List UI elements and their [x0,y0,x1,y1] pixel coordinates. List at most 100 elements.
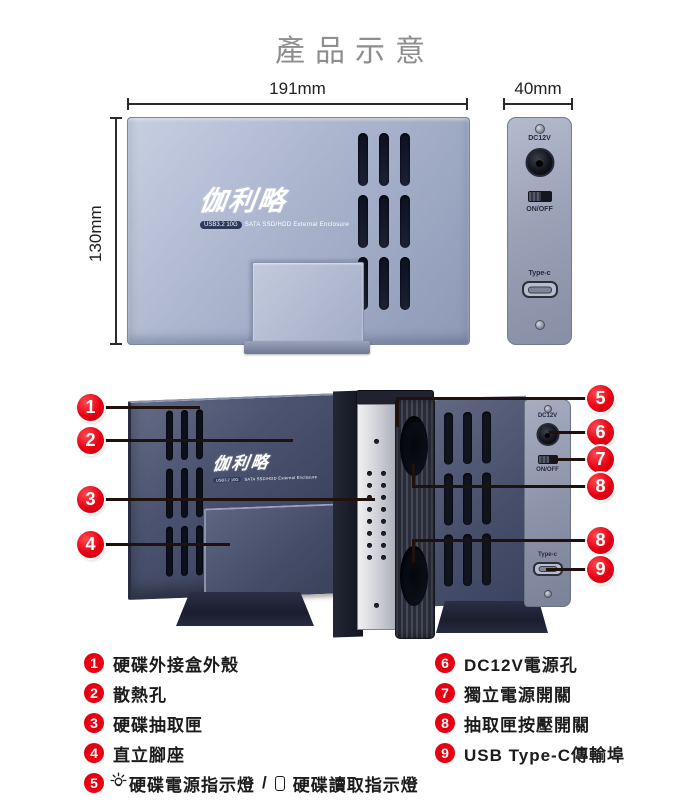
tray-hole [367,543,372,548]
screw-icon [534,320,545,330]
tray-hole [374,603,379,608]
tray-heatsink [395,397,435,639]
vent-slot [196,467,203,518]
vent-grid [358,133,410,310]
jack-hole [544,431,551,438]
vent-slot [482,411,491,464]
tray-hole [381,519,386,524]
vent-slot [166,410,173,461]
power-switch [527,191,552,202]
dimension-width-label: 191mm [269,79,326,98]
legend-num: 9 [435,743,455,763]
vent-slot [358,195,368,248]
dimension-side-label: 40mm [514,79,562,98]
legend-item-7: 7 獨立電源開關 [435,682,572,705]
tray-hole [381,531,386,536]
callout-9: 9 [587,556,614,583]
vent-slot [482,472,491,525]
dimension-line-side [503,98,573,110]
callout-line-4 [103,543,230,546]
read-led-icon [274,775,285,791]
vent-slot [400,257,410,310]
legend-label: 硬碟電源指示燈 [129,775,255,795]
vent-slot [400,133,410,186]
tray-hole [381,495,386,500]
vent-slot [358,133,368,186]
screw-icon [543,405,552,413]
stand-base [244,341,370,354]
typec-label: Type-c [528,270,551,277]
callout-line-1 [103,406,200,409]
legend-label: USB Type-C傳輸埠 [464,745,625,765]
power-switch [537,455,558,464]
callout-6: 6 [587,419,614,446]
tray-hole [367,483,372,488]
tray-hole [367,471,372,476]
legend-item-4: 4 直立腳座 [84,742,185,765]
vent-slot [444,412,453,465]
vent-slot [181,525,188,577]
legend-label: 直立腳座 [113,745,185,765]
callout-4: 4 [77,531,104,558]
legend-label: 硬碟抽取匣 [113,715,203,735]
tray-hole [367,519,372,524]
tray-hole [367,495,372,500]
vent-slot [379,257,389,310]
legend-separator: / [262,773,267,792]
switch-label: ON/OFF [536,467,559,473]
legend-label: 獨立電源開關 [464,685,572,705]
dimension-tick [503,98,505,110]
legend-num: 6 [435,653,455,673]
callout-line-7 [553,458,588,461]
stand-plate [252,262,364,344]
page-title: 產品示意 [275,35,435,68]
legend-num: 8 [435,713,455,733]
vent-slot [444,534,453,587]
legend-item-3: 3 硬碟抽取匣 [84,712,203,735]
jack-hole [535,158,544,167]
switch-knob [528,192,541,201]
switch-label: ON/OFF [526,206,553,213]
vent-slot [196,525,203,576]
brand-tagline-row: USB3.2 10G SATA SSD/HDD External Enclosu… [200,221,349,229]
callout-line-8 [412,464,415,487]
rear-panel-view: DC12V ON/OFF Type-c [524,399,571,607]
dimension-tick [466,98,468,110]
callout-line-5 [397,397,588,400]
legend-item-2: 2 散熱孔 [84,682,167,705]
typec-label: Type-c [538,552,557,558]
tray-hole [374,439,379,444]
vent-slot [379,195,389,248]
tray-hole [381,471,386,476]
dc-port-label: DC12V [537,413,558,419]
usb-badge: USB3.2 10G [200,221,242,229]
callout-line-6 [549,431,588,434]
dc-power-jack [536,423,559,446]
legend-label: 硬碟外接盒外殼 [113,655,239,675]
callout-1: 1 [77,394,104,421]
callout-line-8b [412,539,588,542]
dc-port-label: DC12V [528,135,551,142]
vent-slot [379,133,389,186]
callout-3: 3 [77,486,104,513]
legend-num: 2 [84,683,104,703]
switch-knob [538,456,549,463]
power-led-icon [110,772,127,794]
brand-name: 伽利略 [197,186,289,216]
brand-logo: 伽利略 USB3.2 10G SATA SSD/HDD External Enc… [197,179,349,229]
callout-8b: 8 [587,527,614,554]
screw-icon [534,124,545,134]
legend-num: 7 [435,683,455,703]
brand-logo: 伽利略 USB3.2 10G SATA SSD/HDD External Enc… [211,446,317,483]
callout-line-5 [396,397,399,427]
legend-num: 3 [84,713,104,733]
callout-8: 8 [587,473,614,500]
callout-line-9 [546,568,588,571]
tray-hole [367,531,372,536]
tagline-text: SATA SSD/HDD External Enclosure [244,222,350,228]
tray-hole [367,555,372,560]
tray-hole [381,507,386,512]
vent-slot [463,411,472,465]
dimension-tick [110,117,122,119]
